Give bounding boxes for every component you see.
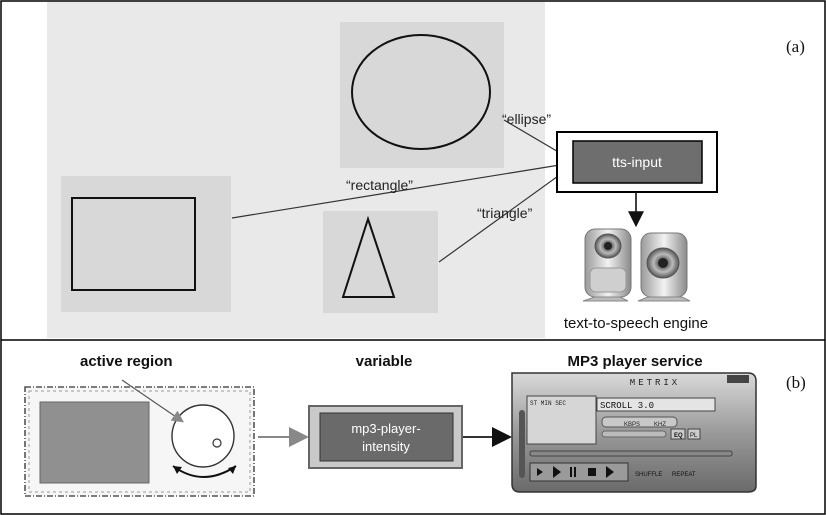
player-brand: METRIX <box>630 378 680 388</box>
tts-input-label: tts-input <box>612 154 662 170</box>
triangle-shape <box>341 215 396 298</box>
player-pl: PL <box>690 433 698 439</box>
stop-icon <box>588 468 596 476</box>
previous-icon <box>537 468 543 476</box>
rotary-knob <box>171 404 235 468</box>
variable-label-line-2: intensity <box>362 439 410 454</box>
pause-icon <box>570 467 572 477</box>
active-region-device <box>24 386 255 497</box>
play-icon <box>553 466 561 478</box>
variable-label-line-1: mp3-player- <box>351 421 420 436</box>
ellipse-tile <box>340 22 504 168</box>
rectangle-shape <box>71 197 196 291</box>
knob-indicator <box>212 438 222 448</box>
window-buttons-icon <box>727 375 749 383</box>
ellipse-label: “ellipse” <box>502 111 551 127</box>
ellipse-shape <box>351 34 491 150</box>
panel-b-label: (b) <box>786 373 806 392</box>
next-icon <box>606 466 614 478</box>
player-lcd-top: ST MIN SEC <box>530 400 566 407</box>
rectangle-label: “rectangle” <box>346 177 413 193</box>
tts-input-box <box>572 140 703 184</box>
triangle-label: “triangle” <box>477 205 533 221</box>
active-region-rectangle <box>39 401 150 484</box>
track-display <box>596 397 716 412</box>
rectangle-connector <box>231 158 575 219</box>
player-track: SCROLL 3.0 <box>600 401 654 411</box>
variable-box <box>319 412 454 462</box>
time-display <box>526 395 597 445</box>
speakers-icon <box>582 228 691 302</box>
active-region-pointer <box>121 379 184 423</box>
mp3-heading: MP3 player service <box>567 353 702 370</box>
player-shuffle: SHUFFLE <box>635 472 662 478</box>
player-khz: KHZ <box>654 422 666 428</box>
mp3-player-image <box>511 372 757 493</box>
player-kbps: KBPS <box>624 422 640 428</box>
engine-caption: text-to-speech engine <box>564 315 708 332</box>
variable-heading: variable <box>356 353 413 370</box>
rectangle-tile <box>61 176 231 312</box>
panel-a-label: (a) <box>786 37 805 56</box>
player-eq: EQ <box>674 433 683 439</box>
triangle-connector <box>438 164 574 263</box>
active-region-heading: active region <box>80 353 173 370</box>
seek-bar <box>529 450 733 457</box>
player-repeat: REPEAT <box>672 472 696 478</box>
